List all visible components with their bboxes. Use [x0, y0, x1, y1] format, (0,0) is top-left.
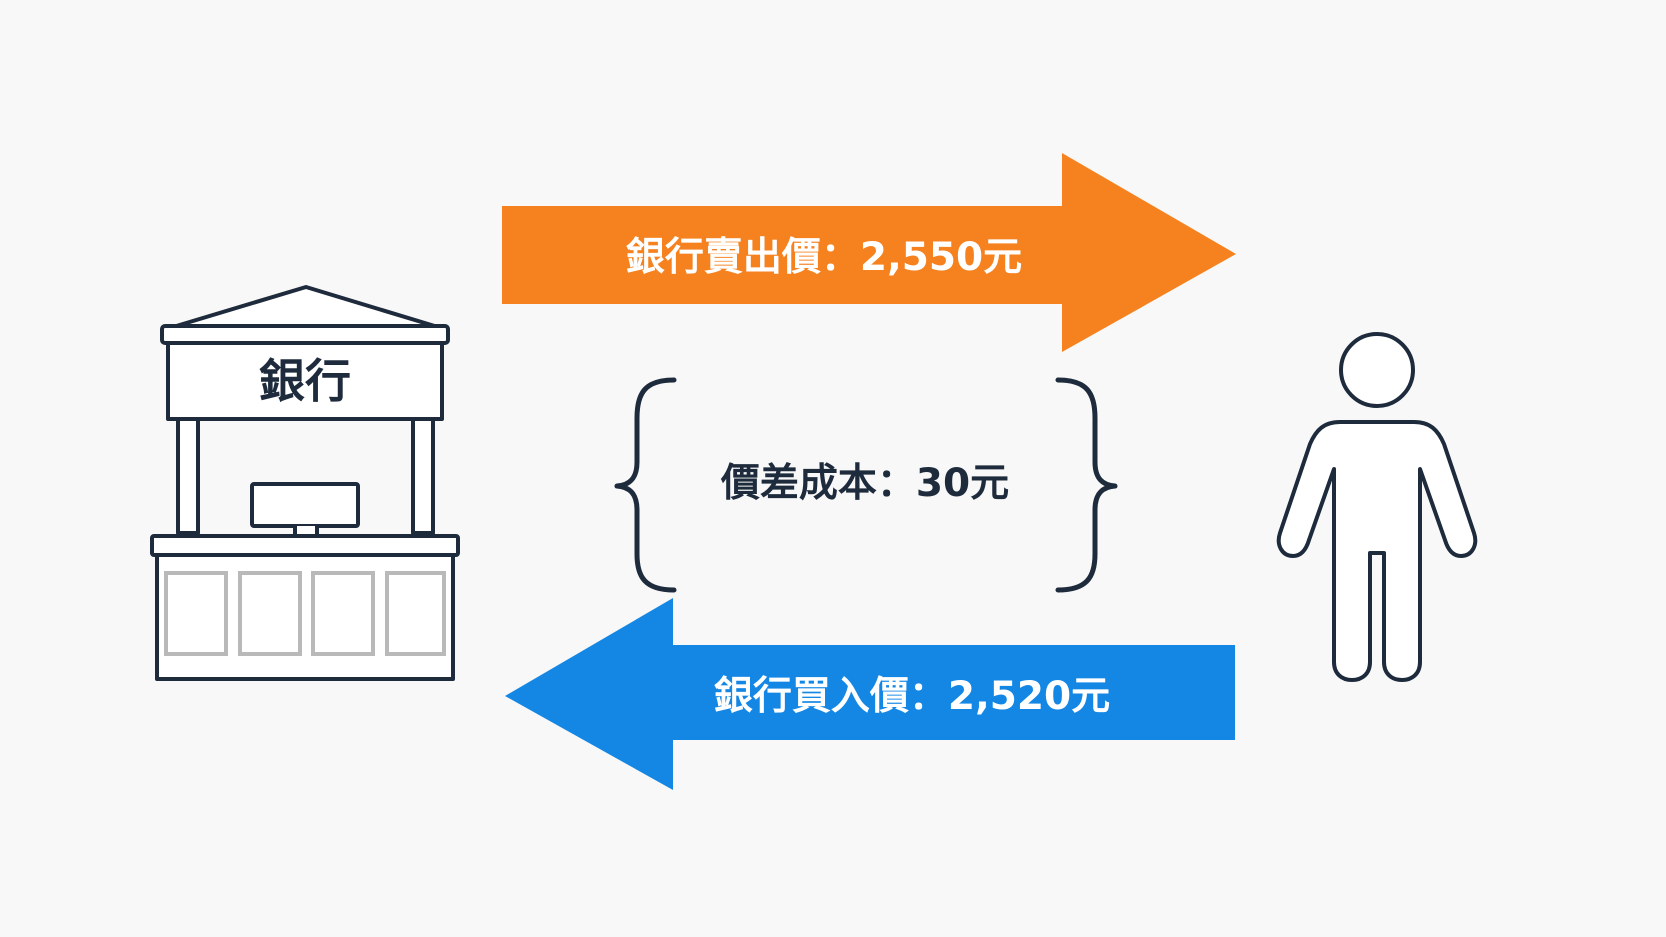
counter-panel — [164, 571, 228, 656]
right-curly-brace — [1055, 377, 1118, 593]
bank-pillar-left — [176, 417, 200, 535]
buy-arrow-label: 銀行買入價：2,520元 — [714, 674, 1110, 719]
bank-counter-top — [150, 534, 460, 557]
person-icon — [1276, 332, 1478, 682]
person-body — [1276, 420, 1478, 682]
spread-cost-label: 價差成本：30元 — [720, 461, 1009, 506]
bank-roof — [171, 285, 440, 329]
bank-counter-icon — [150, 285, 460, 681]
buy-arrow — [505, 598, 1235, 790]
counter-panel — [311, 571, 375, 656]
counter-panel — [238, 571, 302, 656]
sell-arrow — [502, 153, 1236, 352]
bank-pillar-right — [411, 417, 435, 535]
left-curly-brace — [614, 377, 677, 593]
bank-roof-bar — [160, 324, 450, 345]
person-head — [1339, 332, 1415, 408]
bank-counter-base — [155, 553, 455, 681]
counter-panel — [385, 571, 446, 656]
sell-arrow-label: 銀行賣出價：2,550元 — [626, 235, 1022, 280]
bank-counter-panels — [164, 571, 446, 656]
bank-sign-label: 銀行 — [259, 354, 351, 408]
bank-sign-board — [166, 341, 444, 421]
